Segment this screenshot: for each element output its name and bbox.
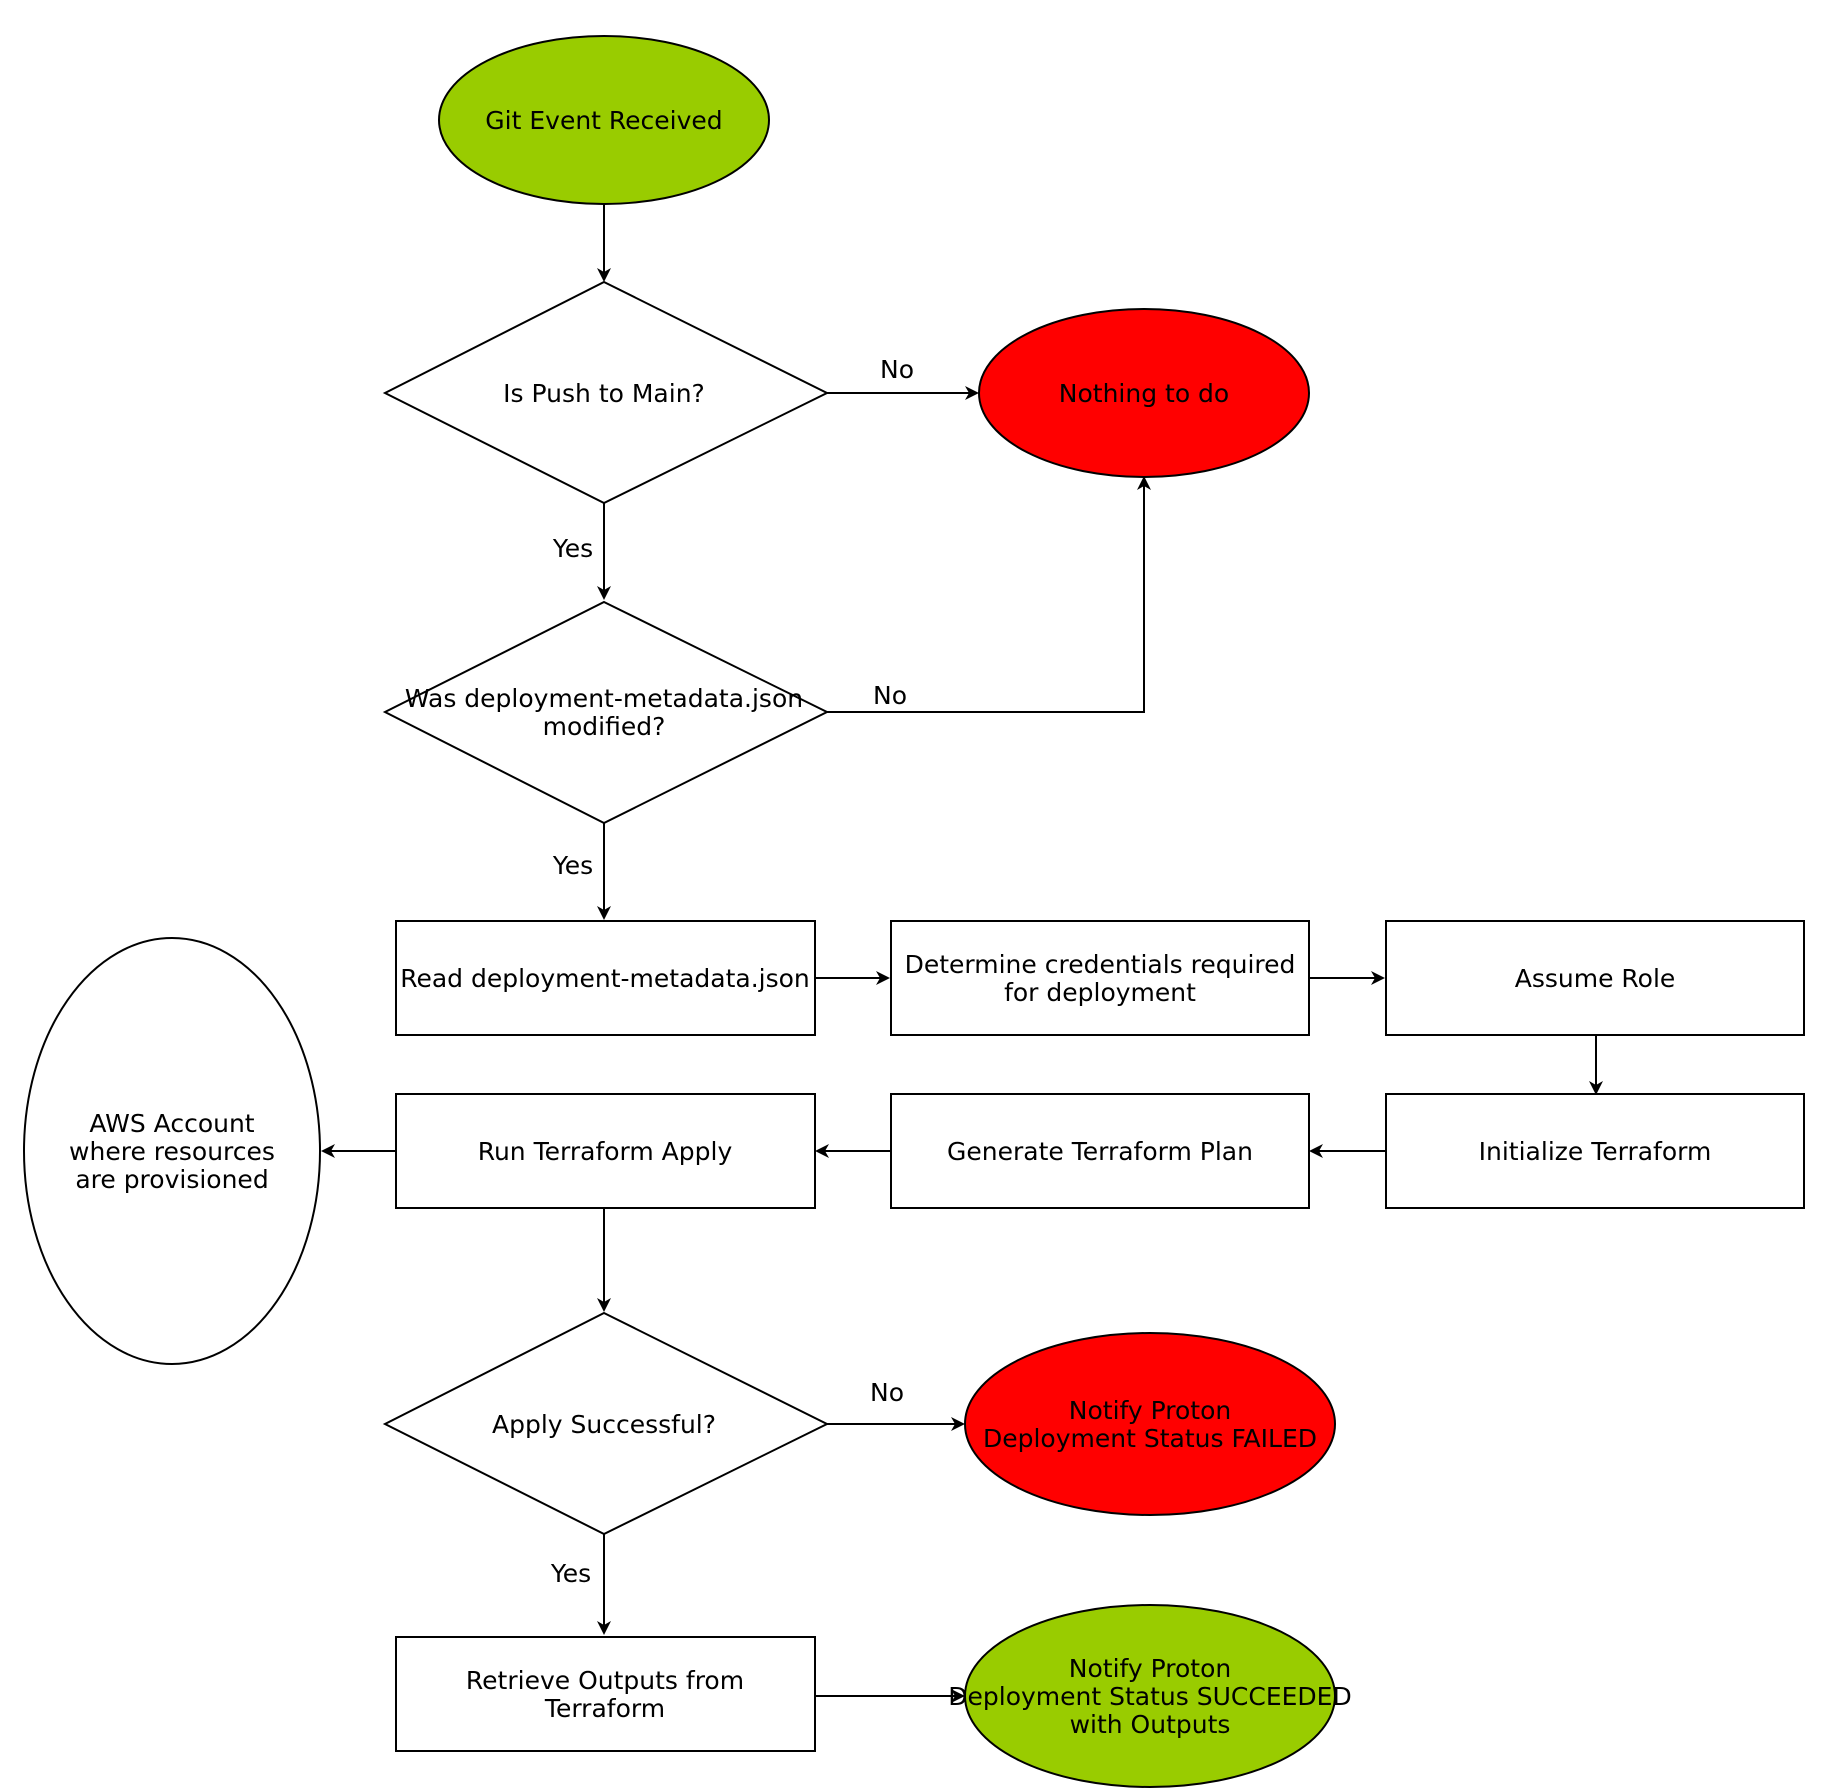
process-box [395, 920, 816, 1036]
node-label: Run Terraform Apply [478, 1137, 733, 1166]
label-line: Is Push to Main? [503, 379, 705, 408]
start-ellipse [438, 35, 770, 205]
node-label: Git Event Received [485, 106, 722, 135]
label-line: Read deployment-metadata.json [400, 964, 810, 993]
label-line: Deployment Status SUCCEEDED [948, 1682, 1351, 1711]
label-line: are provisioned [75, 1165, 268, 1194]
node-label: Initialize Terraform [1479, 1137, 1712, 1166]
node-run-apply: Run Terraform Apply [395, 1093, 816, 1209]
process-box [395, 1636, 816, 1752]
label-line: for deployment [1004, 978, 1196, 1007]
edge-label-apply-yes: Yes [550, 1559, 591, 1588]
decision-diamond [382, 280, 830, 505]
edge-label-apply-no: No [870, 1378, 904, 1407]
decision-diamond [382, 600, 830, 825]
edge-label-metadata-yes: Yes [552, 851, 593, 880]
label-line: Run Terraform Apply [478, 1137, 733, 1166]
node-label: Apply Successful? [492, 1410, 716, 1439]
label-line: Determine credentials required [905, 950, 1296, 979]
edge-metadata-no [827, 476, 1151, 713]
node-apply-successful: Apply Successful? [382, 1311, 830, 1536]
label-line: Initialize Terraform [1479, 1137, 1712, 1166]
node-label: Assume Role [1515, 964, 1676, 993]
node-is-push-to-main: Is Push to Main? [382, 280, 830, 505]
node-initialize-terraform: Initialize Terraform [1385, 1093, 1805, 1209]
end-ellipse [978, 308, 1310, 478]
label-line: Was deployment-metadata.json [405, 684, 803, 713]
label-line: modified? [543, 712, 666, 741]
label-line: Assume Role [1515, 964, 1676, 993]
node-assume-role: Assume Role [1385, 920, 1805, 1036]
node-label: Read deployment-metadata.json [400, 964, 810, 993]
label-line: AWS Account [89, 1109, 254, 1138]
process-box [1385, 1093, 1805, 1209]
label-line: where resources [69, 1137, 275, 1166]
process-box [890, 920, 1310, 1036]
label-line: Generate Terraform Plan [947, 1137, 1253, 1166]
node-git-event-received: Git Event Received [438, 35, 770, 205]
node-read-metadata: Read deployment-metadata.json [395, 920, 816, 1036]
label-line: Terraform [544, 1694, 665, 1723]
edge-label-push-yes: Yes [552, 534, 593, 563]
decision-diamond [382, 1311, 830, 1536]
node-label: Generate Terraform Plan [947, 1137, 1253, 1166]
node-generate-plan: Generate Terraform Plan [890, 1093, 1310, 1209]
label-line: Git Event Received [485, 106, 722, 135]
aws-account-ellipse [23, 937, 321, 1365]
label-line: Apply Successful? [492, 1410, 716, 1439]
label-line: with Outputs [1070, 1710, 1231, 1739]
label-line: Nothing to do [1059, 379, 1229, 408]
process-box [395, 1093, 816, 1209]
node-nothing-to-do: Nothing to do [978, 308, 1310, 478]
process-box [890, 1093, 1310, 1209]
label-line: Deployment Status FAILED [983, 1424, 1317, 1453]
process-box [1385, 920, 1805, 1036]
label-line: Notify Proton [1069, 1396, 1231, 1425]
node-label: Nothing to do [1059, 379, 1229, 408]
node-label: Is Push to Main? [503, 379, 705, 408]
label-line: Retrieve Outputs from [466, 1666, 744, 1695]
edge-label-metadata-no: No [873, 681, 907, 710]
edge-label-push-no: No [880, 355, 914, 384]
succeeded-ellipse [964, 1604, 1336, 1788]
label-line: Notify Proton [1069, 1654, 1231, 1683]
failed-ellipse [964, 1332, 1336, 1516]
